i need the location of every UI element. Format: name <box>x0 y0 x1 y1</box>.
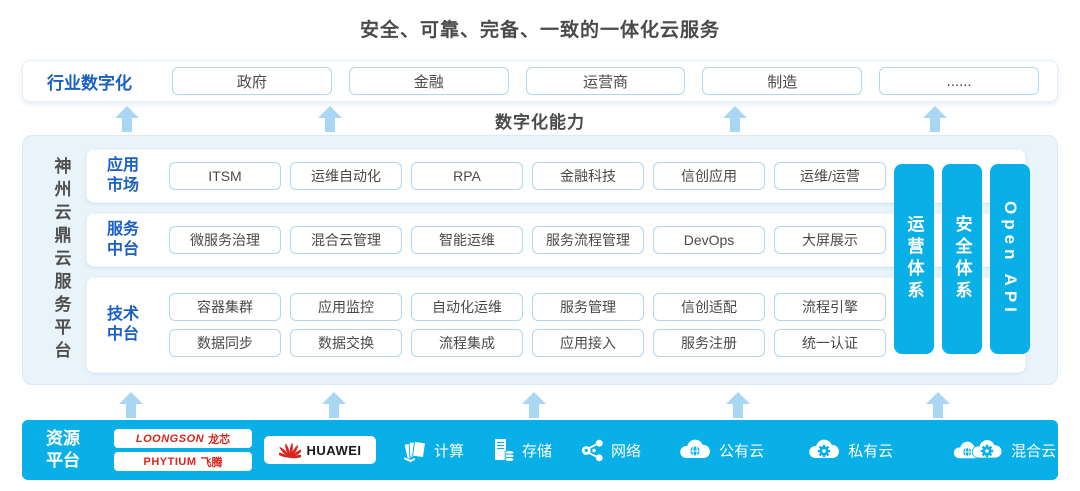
industry-item-more: ...... <box>879 67 1039 95</box>
resource-item-network: 网络 <box>580 438 641 463</box>
industry-row: 行业数字化 政府 金融 运营商 制造 ...... <box>22 60 1058 102</box>
storage-icon <box>495 439 515 462</box>
tech-item-process-engine: 流程引擎 <box>774 293 886 321</box>
svc-item-aiops: 智能运维 <box>411 226 523 254</box>
svc-item-service-flow: 服务流程管理 <box>532 226 644 254</box>
svc-item-hybrid-mgmt: 混合云管理 <box>290 226 402 254</box>
resource-item-label: 私有云 <box>848 442 894 460</box>
tech-item-data-exchange: 数据交换 <box>290 329 402 357</box>
loongson-logo: LOONGSON 龙芯 <box>114 429 252 448</box>
resource-item-hybrid-cloud: 混合云 <box>951 438 1056 462</box>
resource-item-label: 网络 <box>611 442 642 460</box>
tech-item-unified-auth: 统一认证 <box>774 329 886 357</box>
resource-item-label: 计算 <box>434 442 465 460</box>
platform-side-label: 神州云鼎云服务平台 <box>51 156 71 364</box>
up-arrow-icon <box>119 392 143 418</box>
tech-middle-row: 技术 中台 容器集群 应用监控 自动化运维 服务管理 信创适配 流程引擎 数据同… <box>86 277 1026 373</box>
cloud-platform-panel: 神州云鼎云服务平台 应用 市场 ITSM 运维自动化 RPA 金融科技 信创应用… <box>22 135 1058 385</box>
loongson-logo-text: LOONGSON <box>135 432 205 445</box>
tech-middle-label: 技术 中台 <box>107 305 161 345</box>
tech-middle-label-line1: 技术 <box>107 306 140 323</box>
page-title: 安全、可靠、完备、一致的一体化云服务 <box>359 20 720 41</box>
industry-row-label: 行业数字化 <box>47 73 132 93</box>
resource-item-public-cloud: 公有云 <box>677 438 764 462</box>
service-middle-label-line1: 服务 <box>107 221 140 238</box>
svc-item-microservice: 微服务治理 <box>169 226 281 254</box>
compute-icon <box>403 440 426 463</box>
phytium-logo-cn: 飞腾 <box>200 456 223 469</box>
app-item-fintech: 金融科技 <box>532 162 644 190</box>
tech-item-process-integration: 流程集成 <box>411 329 523 357</box>
tech-item-service-registry: 服务注册 <box>653 329 765 357</box>
resource-item-label: 公有云 <box>719 442 765 460</box>
svc-item-devops: DevOps <box>653 226 765 254</box>
resource-item-label: 混合云 <box>1011 442 1057 460</box>
huawei-flower-icon <box>278 442 301 460</box>
tech-item-app-access: 应用接入 <box>532 329 644 357</box>
huawei-logo: HUAWEI <box>264 436 376 464</box>
tech-item-service-mgmt: 服务管理 <box>532 293 644 321</box>
tech-item-xinchuang-adapt: 信创适配 <box>653 293 765 321</box>
pillar-open-api: Open API <box>990 164 1030 354</box>
app-market-label-line1: 应用 <box>107 157 140 174</box>
resource-item-storage: 存储 <box>490 437 552 463</box>
pillar-operations-system: 运营体系 <box>894 164 934 354</box>
industry-item-manufacturing: 制造 <box>702 67 863 95</box>
industry-item-operator: 运营商 <box>525 67 686 95</box>
tech-middle-label-line2: 中台 <box>107 326 140 343</box>
service-middle-label-line2: 中台 <box>107 241 140 258</box>
app-market-row: 应用 市场 ITSM 运维自动化 RPA 金融科技 信创应用 运维/运营 <box>86 149 1026 203</box>
tech-item-app-monitor: 应用监控 <box>290 293 402 321</box>
up-arrow-icon <box>926 392 950 418</box>
resource-platform-label: 资源 平台 <box>46 428 108 472</box>
resource-label-line1: 资源 <box>46 428 80 448</box>
app-item-ops-automation: 运维自动化 <box>290 162 402 190</box>
up-arrow-icon <box>322 392 346 418</box>
resource-platform-bar: 资源 平台 LOONGSON 龙芯 PHYTIUM 飞腾 HUAWEI <box>22 420 1058 480</box>
resource-item-private-cloud: 私有云 <box>806 438 893 462</box>
private-cloud-icon <box>809 439 839 458</box>
public-cloud-icon <box>680 439 710 458</box>
cpu-vendor-logos: LOONGSON 龙芯 PHYTIUM 飞腾 <box>114 429 252 471</box>
capability-label: 数字化能力 <box>495 113 585 132</box>
up-arrow-icon <box>522 392 546 418</box>
industry-item-government: 政府 <box>172 67 332 95</box>
up-arrow-icon <box>726 392 750 418</box>
phytium-logo: PHYTIUM 飞腾 <box>114 452 252 471</box>
resource-item-label: 存储 <box>522 442 553 460</box>
app-item-rpa: RPA <box>411 162 523 190</box>
app-market-label: 应用 市场 <box>107 156 161 196</box>
service-middle-label: 服务 中台 <box>107 220 161 260</box>
svc-item-dashboard: 大屏展示 <box>774 226 886 254</box>
pillar-security-system: 安全体系 <box>942 164 982 354</box>
loongson-logo-cn: 龙芯 <box>208 433 231 446</box>
hybrid-cloud-icon <box>953 439 1003 459</box>
resource-item-compute: 计算 <box>402 437 464 463</box>
huawei-logo-text: HUAWEI <box>306 442 362 458</box>
network-icon <box>581 439 603 461</box>
resource-label-line2: 平台 <box>46 451 80 470</box>
app-item-xinchuang-app: 信创应用 <box>653 162 765 190</box>
tech-item-auto-ops: 自动化运维 <box>411 293 523 321</box>
tech-item-container: 容器集群 <box>169 293 281 321</box>
app-market-label-line2: 市场 <box>107 177 140 194</box>
app-item-ops-operation: 运维/运营 <box>774 162 886 190</box>
tech-item-data-sync: 数据同步 <box>169 329 281 357</box>
app-item-itsm: ITSM <box>169 162 281 190</box>
service-middle-row: 服务 中台 微服务治理 混合云管理 智能运维 服务流程管理 DevOps 大屏展… <box>86 213 1026 267</box>
industry-item-finance: 金融 <box>348 67 509 95</box>
phytium-logo-text: PHYTIUM <box>143 455 197 468</box>
